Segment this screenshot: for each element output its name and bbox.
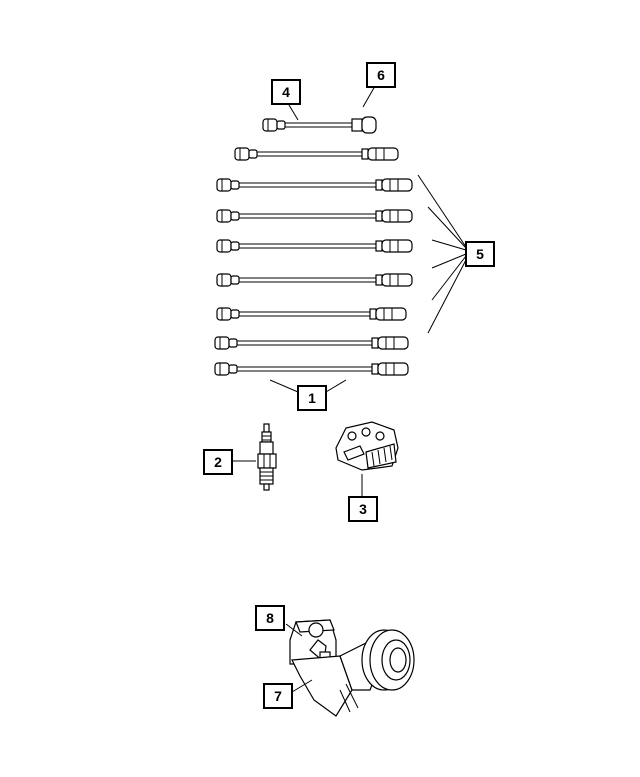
ignition-wire	[214, 362, 409, 376]
ignition-wire	[216, 239, 413, 253]
wire-separator-clip	[335, 421, 399, 471]
ignition-wire	[216, 209, 413, 223]
callout-4-label: 4	[282, 84, 290, 100]
callout-6-label: 6	[377, 67, 385, 83]
ignition-coil-assembly	[289, 619, 415, 717]
ignition-wire	[214, 336, 409, 350]
spark-plug	[257, 423, 277, 491]
callout-6: 6	[366, 62, 396, 88]
callout-2: 2	[203, 449, 233, 475]
leader-line-1a	[269, 379, 299, 393]
callout-1: 1	[297, 385, 327, 411]
callout-5: 5	[465, 241, 495, 267]
leader-line-7	[291, 679, 313, 693]
callout-3: 3	[348, 496, 378, 522]
ignition-wire-short	[262, 116, 377, 134]
leader-line-1b	[325, 379, 347, 393]
leader-line-6	[362, 85, 376, 108]
callout-8: 8	[255, 605, 285, 631]
leader-line-4	[288, 104, 299, 121]
ignition-wire	[216, 178, 413, 192]
callout-2-label: 2	[214, 454, 222, 470]
callout-7: 7	[263, 683, 293, 709]
callout-3-label: 3	[359, 501, 367, 517]
callout-1-label: 1	[308, 390, 316, 406]
callout-7-label: 7	[274, 688, 282, 704]
ignition-wire	[234, 147, 399, 161]
ignition-wire	[216, 307, 407, 321]
callout-8-label: 8	[266, 610, 274, 626]
leader-line-8	[285, 623, 303, 637]
callout-5-label: 5	[476, 246, 484, 262]
callout-4: 4	[271, 79, 301, 105]
leader-lines-5	[417, 174, 468, 334]
ignition-wire	[216, 273, 413, 287]
